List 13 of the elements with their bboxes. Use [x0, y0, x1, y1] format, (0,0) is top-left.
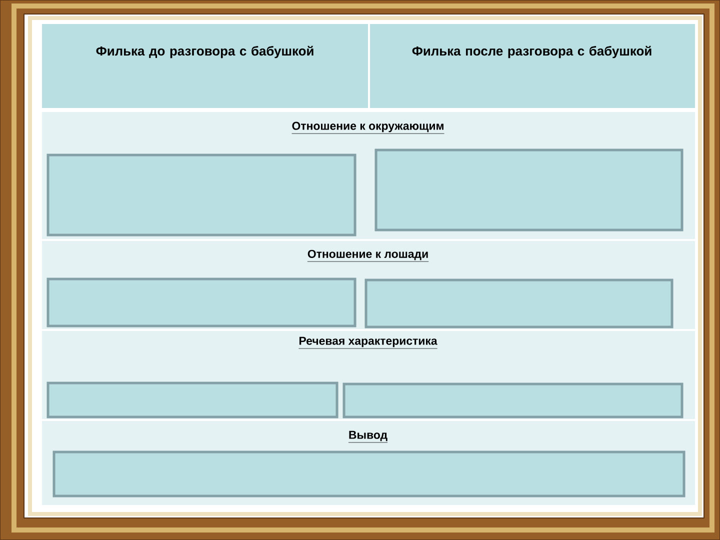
column-header: Филька после разговора с бабушкой — [370, 24, 695, 108]
answer-box — [46, 154, 356, 236]
answer-box — [46, 278, 356, 328]
row-heading: Вывод — [348, 430, 388, 443]
row-heading: Отношение к окружающим — [292, 122, 444, 134]
answer-box — [342, 382, 684, 418]
answer-box — [364, 278, 674, 328]
column-header: Филька до разговора с бабушкой — [42, 24, 368, 108]
answer-box — [374, 148, 684, 232]
answer-box — [52, 450, 686, 498]
row-heading: Речевая характеристика — [298, 336, 438, 349]
answer-box — [46, 382, 338, 418]
row-heading: Отношение к лошади — [307, 250, 429, 262]
